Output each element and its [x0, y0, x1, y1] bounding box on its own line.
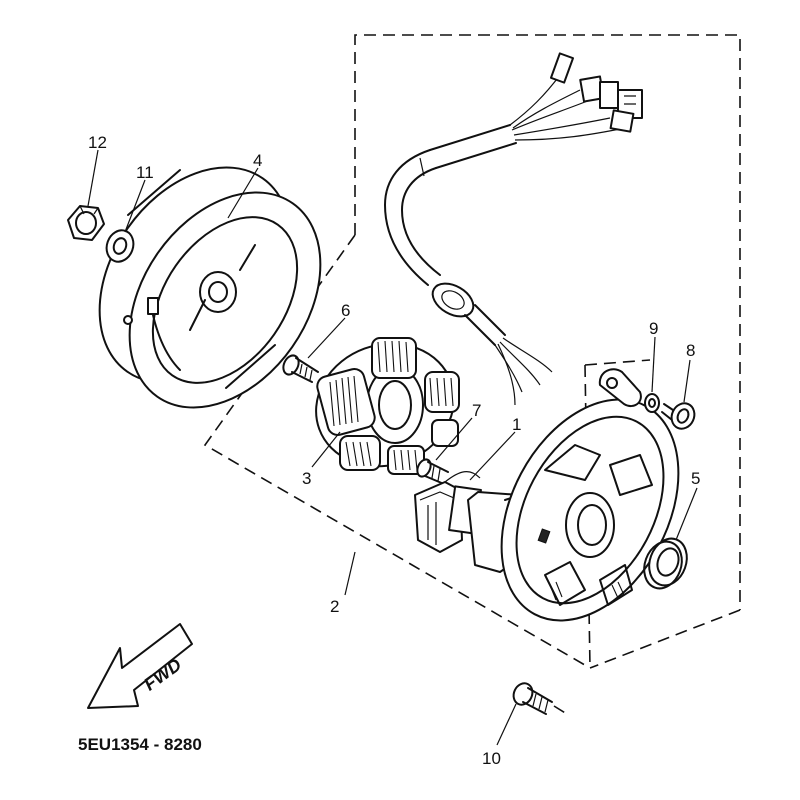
- stator-coil: [315, 337, 460, 475]
- wire-harness: [384, 52, 643, 406]
- callout-5: 5: [691, 469, 700, 488]
- stator-screw: [282, 354, 319, 383]
- fwd-arrow: FWD: [87, 623, 193, 709]
- pickup-coil-screw: [416, 458, 449, 485]
- callout-labels: 12 11 4 6 3 7 1 9 8 5 2 10: [88, 133, 700, 768]
- callout-10: 10: [482, 749, 501, 768]
- callout-3: 3: [302, 469, 311, 488]
- callout-12: 12: [88, 133, 107, 152]
- callout-7: 7: [472, 401, 481, 420]
- flywheel-nut: [67, 205, 105, 241]
- leader-lines: [87, 149, 698, 746]
- rotor-flywheel: [98, 166, 322, 409]
- callout-8: 8: [686, 341, 695, 360]
- callout-9: 9: [649, 319, 658, 338]
- clamp-bolt: [661, 402, 696, 430]
- callout-6: 6: [341, 301, 350, 320]
- base-plate-screw: [512, 682, 571, 717]
- callout-1: 1: [512, 415, 521, 434]
- callout-2: 2: [330, 597, 339, 616]
- callout-11: 11: [136, 163, 154, 182]
- washer-9: [644, 393, 660, 413]
- wire-clamp: [598, 368, 642, 408]
- callout-4: 4: [253, 151, 262, 170]
- oil-seal: [643, 537, 688, 590]
- figure-code: 5EU1354 - 8280: [78, 735, 202, 754]
